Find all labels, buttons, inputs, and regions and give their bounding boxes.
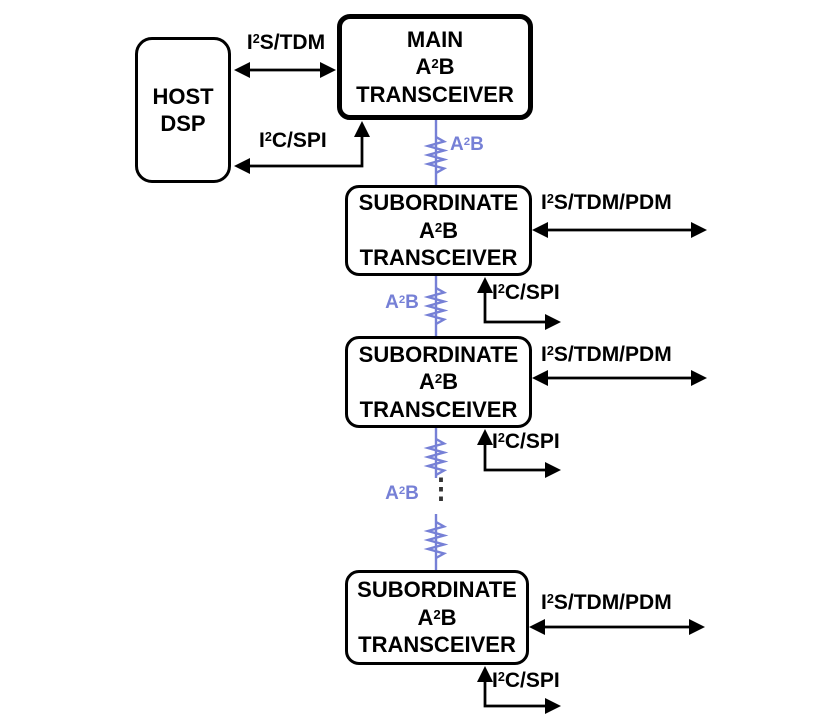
sub1-line1: SUBORDINATE [358,190,519,216]
subordinate-transceiver-box-1: SUBORDINATE A2B TRANSCEIVER [345,185,532,276]
sub3-i2c-spi-connector [477,666,561,714]
sub1-i2c-spi-connector [477,277,561,330]
main-transceiver-box: MAIN A2B TRANSCEIVER [337,14,533,120]
host-dsp-line1: HOST [152,83,214,109]
host-dsp-box: HOST DSP [135,37,231,183]
sub3-line1: SUBORDINATE [357,577,517,603]
sub3-line3: TRANSCEIVER [358,632,516,658]
i2s-tdm-pdm-label-2: I2S/TDM/PDM [541,343,672,366]
sub2-a2b: A2B [418,369,459,395]
subordinate-transceiver-box-3: SUBORDINATE A2B TRANSCEIVER [345,570,529,665]
main-transceiver-line1: MAIN [406,26,464,52]
a2b-bus-label-3: A2B [385,483,419,504]
sub2-line1: SUBORDINATE [358,341,519,367]
i2s-tdm-label: I2S/TDM [246,31,326,54]
i2s-tdm-pdm-label-3: I2S/TDM/PDM [541,591,672,614]
sub2-line3: TRANSCEIVER [359,396,518,422]
i2s-tdm-pdm-label-1: I2S/TDM/PDM [541,191,672,214]
i2c-spi-label-3: I2C/SPI [492,669,560,692]
sub2-i2c-spi-connector [477,429,561,478]
i2c-spi-label-2: I2C/SPI [492,430,560,453]
sub3-a2b: A2B [417,604,457,630]
a2b-bus-label-1: A2B [450,134,484,155]
sub1-a2b: A2B [418,217,459,243]
main-host-i2c-spi-connector [234,121,370,174]
i2c-spi-label-1: I2C/SPI [492,281,560,304]
a2b-bus-label-2: A2B [385,292,419,313]
a2b-bus-segment-2 [426,274,446,338]
continuation-ellipsis: ⋮ [427,473,455,504]
a2b-bus-segment-1 [426,118,446,187]
a2b-bus-segment-3 [426,426,446,572]
host-main-i2s-tdm-arrow [234,62,336,78]
main-transceiver-line3: TRANSCEIVER [356,81,514,107]
sub1-line3: TRANSCEIVER [359,245,518,271]
sub3-i2s-tdm-pdm-arrow [529,619,705,635]
sub1-i2s-tdm-pdm-arrow [532,222,707,238]
i2c-spi-label-main: I2C/SPI [259,129,327,152]
main-transceiver-a2b: A2B [415,54,455,80]
sub2-i2s-tdm-pdm-arrow [532,370,707,386]
host-dsp-line2: DSP [160,111,206,136]
subordinate-transceiver-box-2: SUBORDINATE A2B TRANSCEIVER [345,336,532,428]
